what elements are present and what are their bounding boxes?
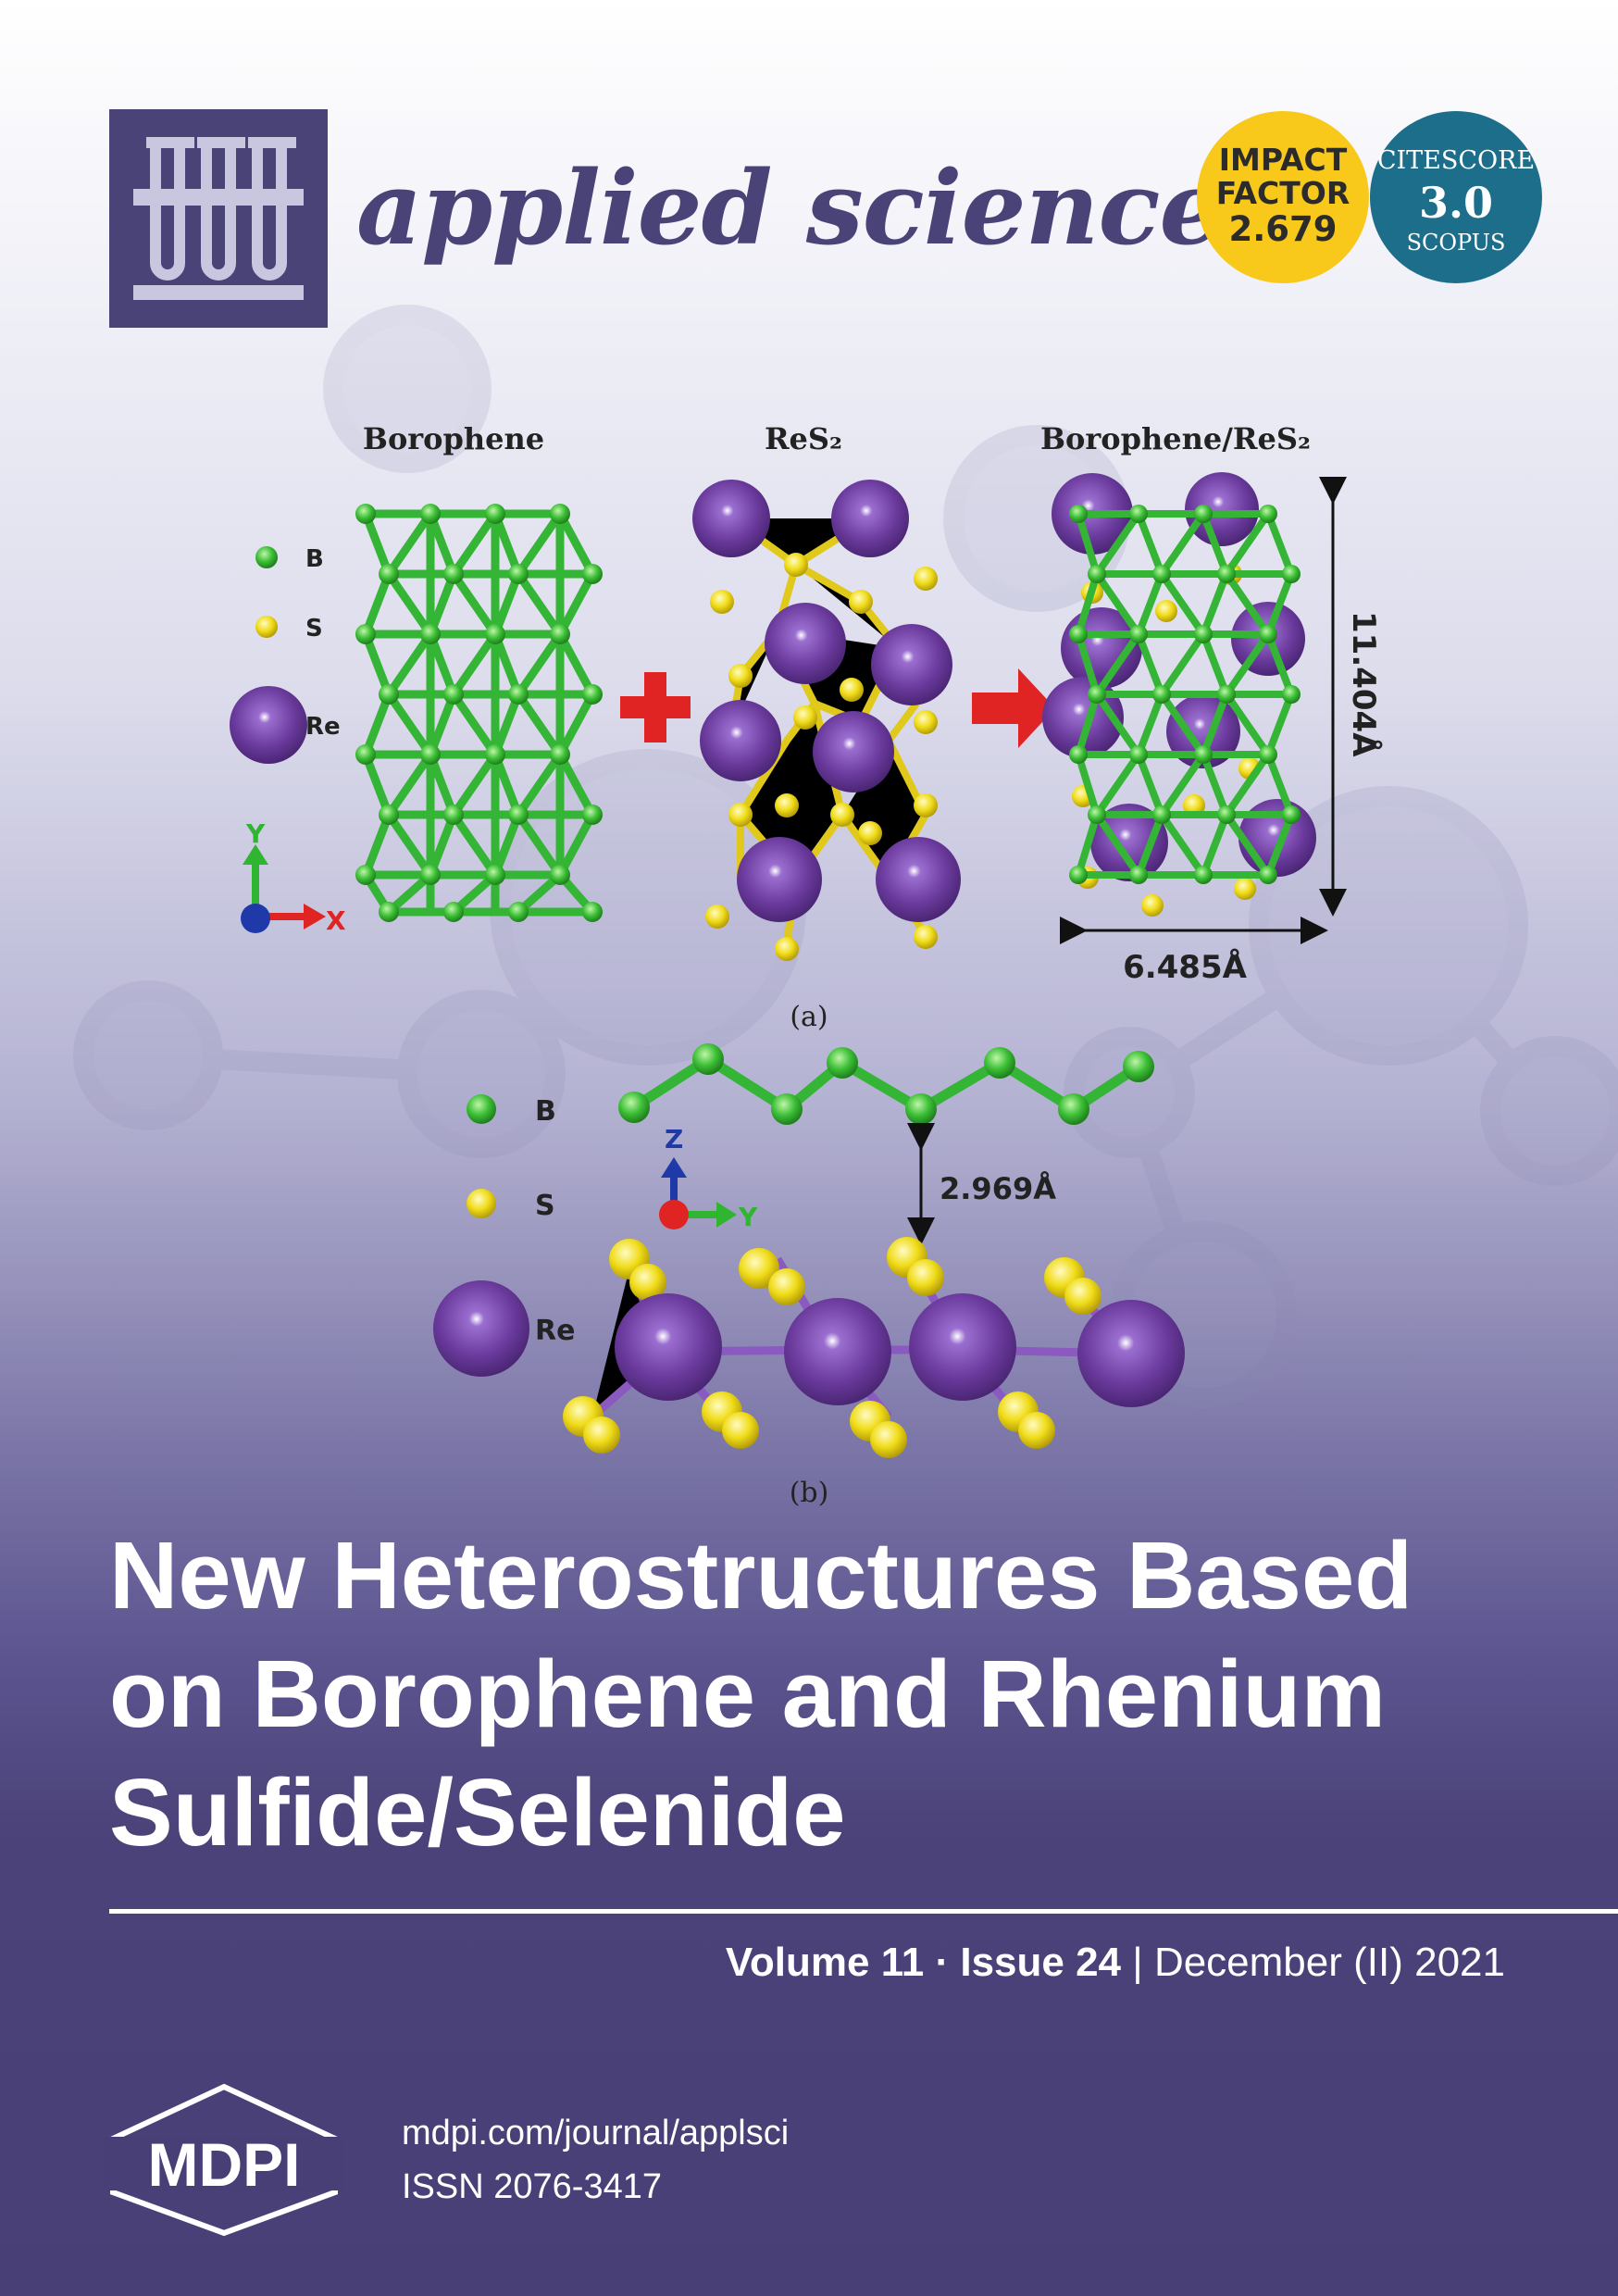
impact-label-line2: FACTOR: [1215, 175, 1350, 211]
label-borophene-res2: Borophene/ReS₂: [1040, 421, 1311, 456]
heterostructure: [1042, 472, 1316, 917]
legend-boron-label: B: [305, 545, 324, 573]
plus-sign: [620, 672, 691, 742]
volume-number: Volume 11: [725, 1940, 925, 1985]
borophene-side-view: [618, 1043, 1154, 1125]
issue-info: Volume 11 · Issue 24 | December (II) 202…: [726, 1940, 1505, 1986]
z-axis-arrowhead: [661, 1157, 687, 1178]
arrow-right-icon: [972, 668, 1055, 748]
z-axis-label: Z: [665, 1124, 683, 1154]
mdpi-logo: MDPI: [104, 2083, 344, 2237]
label-borophene: Borophene: [363, 421, 544, 456]
article-title-line-2: on Borophene and Rhenium: [109, 1641, 1387, 1747]
res2-side-view: [563, 1237, 1185, 1458]
journal-url[interactable]: mdpi.com/journal/applsci: [402, 2114, 790, 2152]
citescore-label: CITESCORE: [1376, 146, 1536, 175]
res2-structure: [692, 480, 961, 961]
legend-b-rhenium-label: Re: [535, 1315, 575, 1347]
y-axis-label: Y: [245, 818, 266, 849]
divider-rule: [109, 1909, 1618, 1914]
x-axis-label: X: [326, 905, 346, 936]
issue-divider: |: [1132, 1940, 1143, 1985]
article-title: New Heterostructures Based on Borophene …: [109, 1516, 1553, 1872]
volume-separator: ·: [935, 1940, 950, 1985]
legend-b-boron-atom: [467, 1094, 496, 1124]
y-axis-b-label: Y: [738, 1202, 758, 1232]
impact-factor-value: 2.679: [1228, 209, 1338, 249]
y-axis-b-arrowhead: [716, 1202, 737, 1228]
label-res2: ReS₂: [765, 421, 842, 456]
journal-title: applied sciences: [356, 148, 1280, 268]
legend-b-rhenium-atom: [433, 1280, 529, 1377]
citescore-value: 3.0: [1418, 178, 1494, 228]
citescore-source: SCOPUS: [1406, 230, 1506, 256]
test-tubes-icon: [133, 137, 304, 300]
axis-origin: [241, 904, 270, 933]
width-dimension-label: 6.485Å: [1123, 948, 1248, 986]
legend-boron-atom: [255, 546, 278, 568]
legend-sulfur-label: S: [305, 615, 323, 643]
legend-b-boron-label: B: [535, 1095, 556, 1128]
caption-b: (b): [790, 1477, 829, 1509]
article-title-line-1: New Heterostructures Based: [109, 1522, 1413, 1628]
legend-rhenium-label: Re: [305, 713, 341, 741]
y-axis-arrowhead: [243, 844, 268, 865]
issue-date: December (II) 2021: [1153, 1940, 1505, 1985]
height-dimension-label: 11.404Å: [1345, 611, 1383, 757]
axis-b-origin: [659, 1200, 689, 1229]
impact-factor-badge: IMPACT FACTOR 2.679: [1197, 111, 1369, 283]
legend-b-sulfur-atom: [467, 1189, 496, 1218]
interlayer-distance-label: 2.969Å: [940, 1171, 1056, 1206]
article-title-line-3: Sulfide/Selenide: [109, 1759, 846, 1866]
legend-rhenium-atom: [230, 686, 307, 764]
impact-label-line1: IMPACT: [1218, 142, 1348, 178]
borophene-lattice: [355, 504, 603, 922]
mdpi-wordmark: MDPI: [148, 2130, 301, 2199]
x-axis-arrowhead: [304, 904, 326, 930]
legend-sulfur-atom: [255, 616, 278, 638]
caption-a: (a): [790, 1001, 828, 1033]
cover-figure: Borophene ReS₂ Borophene/ReS₂ B S Re Y X: [230, 421, 1383, 1509]
citescore-badge: CITESCORE 3.0 SCOPUS: [1370, 111, 1542, 283]
issn: ISSN 2076-3417: [402, 2167, 662, 2206]
legend-b-sulfur-label: S: [535, 1190, 555, 1222]
journal-logo: [109, 109, 328, 328]
issue-number: Issue 24: [960, 1940, 1122, 1985]
